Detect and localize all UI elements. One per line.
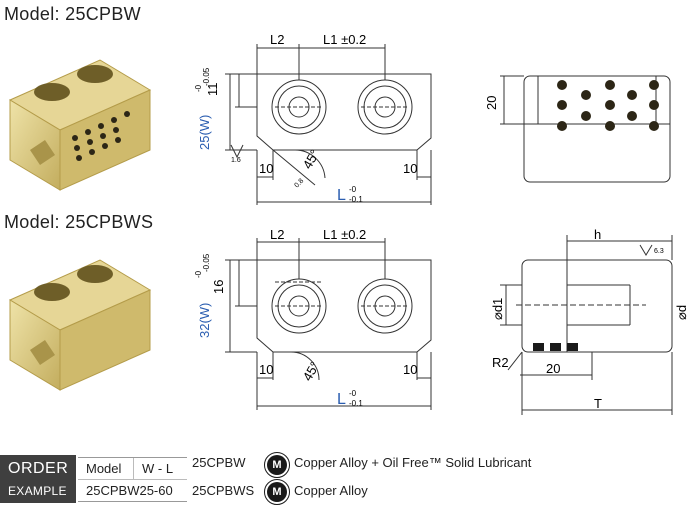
chamfer-label: 0.8 — [293, 178, 305, 190]
dim2-l-tol-bot: -0.1 — [349, 399, 363, 408]
dim-right: 10 — [403, 161, 417, 176]
front-view-25cpbw: L2 L1 ±0.2 11 25(W) -0 -0.05 1.6 10 10 4… — [195, 32, 432, 205]
side-height: 20 — [484, 96, 499, 110]
order-col-wl: W - L — [142, 461, 174, 476]
dim2-l-tol-top: -0 — [349, 389, 357, 398]
order-example-label: ORDER EXAMPLE — [0, 455, 76, 503]
dim2-l1: L1 ±0.2 — [323, 230, 366, 242]
dim-l-tol-bot: -0.1 — [349, 195, 363, 204]
order-item-1-code: 25CPBW — [192, 455, 246, 470]
dim-l1: L1 ±0.2 — [323, 32, 366, 47]
order-example-value: 25CPBW25-60 — [86, 483, 173, 498]
side-view-25cpbws: h 6.3 ⌀d1 ⌀d R2 20 T — [490, 227, 689, 415]
dim-l: L — [337, 187, 346, 204]
dim-h-label: h — [594, 227, 601, 242]
order-table: Model W - L 25CPBW25-60 — [78, 457, 187, 502]
dim-20: 20 — [546, 361, 560, 376]
dim-l2: L2 — [270, 32, 284, 47]
dim2-right: 10 — [403, 362, 417, 377]
roughness-label: 1.6 — [231, 157, 241, 164]
dim2-w-tol-top: -0 — [195, 270, 203, 278]
front-view-25cpbws: L2 L1 ±0.2 16 32(W) -0 -0.05 10 10 45° L… — [195, 230, 432, 410]
dim-r2: R2 — [492, 355, 509, 370]
side-view-25cpbw: 20 — [484, 75, 671, 183]
material-badge-1-icon: M — [267, 455, 287, 475]
dim-d1: ⌀d1 — [490, 298, 505, 320]
dim2-w: 32(W) — [197, 303, 212, 338]
dim-d: ⌀d — [674, 305, 689, 320]
dim2-l2: L2 — [270, 230, 284, 242]
order-item-2-description: Copper Alloy — [294, 483, 368, 498]
roughness-2-label: 6.3 — [654, 248, 664, 255]
dim-w-tol-bot: -0.05 — [202, 67, 211, 86]
material-badge-2-icon: M — [267, 482, 287, 502]
dim-w-tol-top: -0 — [195, 84, 203, 92]
order-label-line1: ORDER — [8, 460, 69, 477]
model-1-title: Model: 25CPBW — [4, 4, 141, 24]
order-label-line2: EXAMPLE — [8, 484, 67, 498]
dim2-w-tol-bot: -0.05 — [202, 253, 211, 272]
dim-l-tol-top: -0 — [349, 185, 357, 194]
dim2-l: L — [337, 391, 346, 408]
dim-h: 11 — [205, 83, 220, 97]
dim-t: T — [594, 396, 602, 411]
product-image-25cpbws — [8, 259, 152, 391]
model-2-title: Model: 25CPBWS — [4, 212, 154, 232]
product-image-25cpbw — [8, 59, 152, 191]
order-item-1-description: Copper Alloy + Oil Free™ Solid Lubricant — [294, 455, 532, 470]
dim-w: 25(W) — [197, 115, 212, 150]
dim2-left: 10 — [259, 362, 273, 377]
order-item-2-code: 25CPBWS — [192, 483, 255, 498]
material-badge-1 — [264, 452, 290, 478]
dim2-h: 16 — [211, 280, 226, 294]
order-col-model: Model — [86, 461, 122, 476]
dim-left: 10 — [259, 161, 273, 176]
